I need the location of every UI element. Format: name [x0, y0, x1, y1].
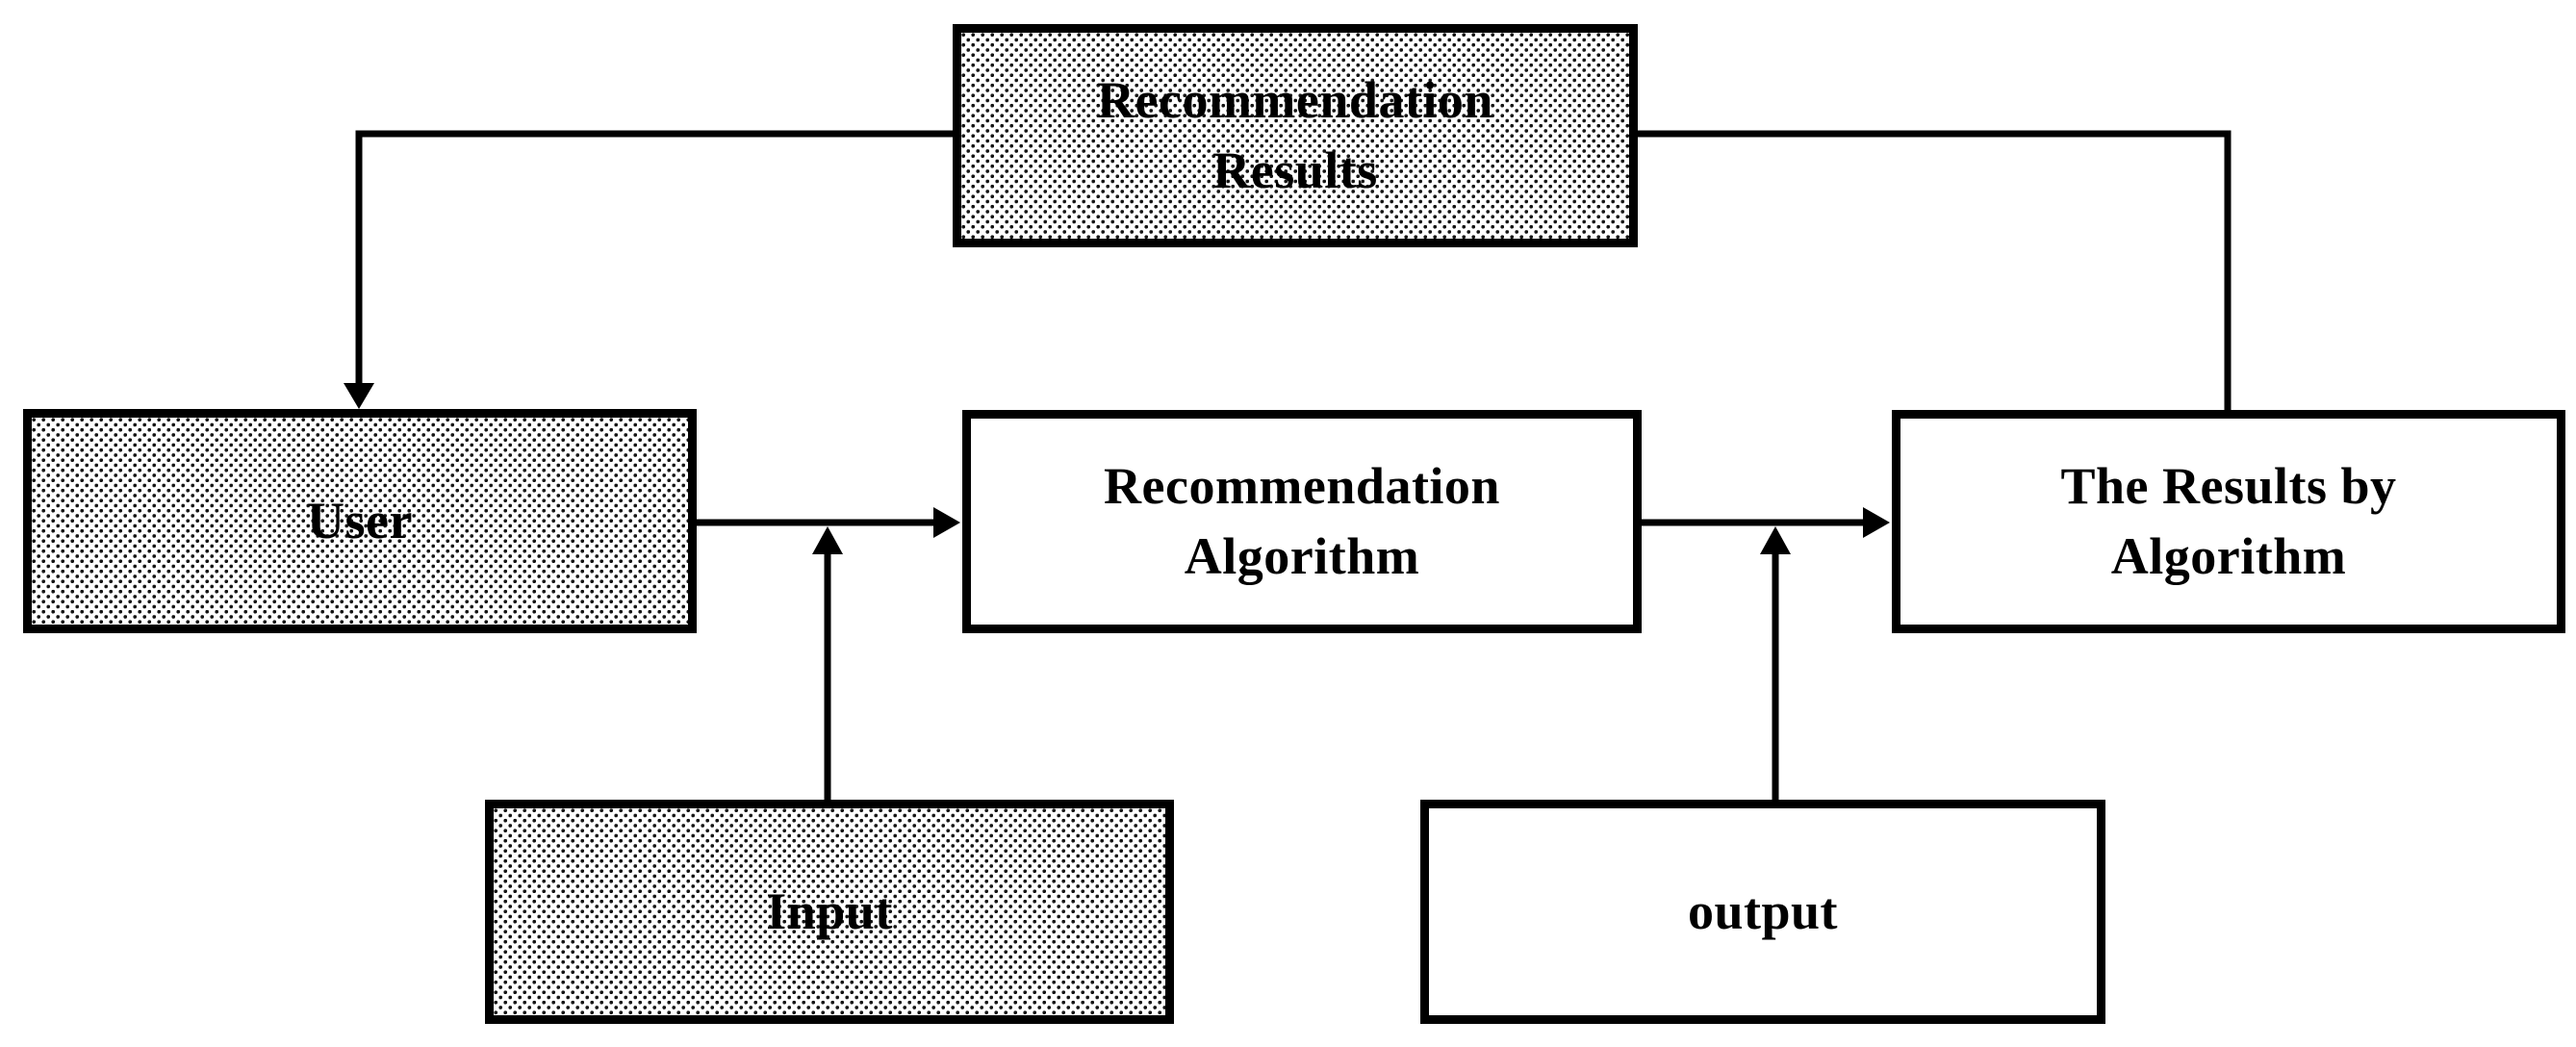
label-line: The Results by — [2060, 457, 2397, 515]
edge-input-arrowhead-up — [812, 526, 843, 554]
node-user: User — [23, 409, 697, 633]
node-recommendation-algorithm: Recommendation Algorithm — [962, 410, 1642, 633]
edge-results-to-algorithm-results-line — [1638, 130, 2232, 414]
label-line: Recommendation — [1104, 457, 1500, 515]
edge-algorithm-to-results-arrowhead-right — [1863, 507, 1890, 538]
node-recommendation-results: Recommendation Results — [953, 24, 1638, 247]
node-input: Input — [485, 800, 1174, 1024]
node-user-label: User — [297, 486, 422, 556]
label-line: Algorithm — [1184, 527, 1420, 585]
node-output: output — [1420, 800, 2105, 1024]
label-line: Algorithm — [2110, 527, 2347, 585]
label-line: Results — [1212, 141, 1378, 199]
node-output-label: output — [1678, 877, 1848, 947]
node-input-label: Input — [756, 877, 903, 947]
label-line: Recommendation — [1097, 71, 1493, 129]
label-line: Input — [766, 882, 893, 940]
edge-output-arrowhead-up — [1760, 526, 1791, 554]
label-line: User — [307, 492, 413, 549]
edge-results-to-user-arrowhead-down — [344, 383, 374, 409]
label-line: output — [1687, 882, 1839, 940]
edge-results-to-user-line — [355, 130, 953, 384]
node-recommendation-results-label: Recommendation Results — [1087, 65, 1503, 206]
node-results-by-algorithm-label: The Results by Algorithm — [2051, 451, 2406, 592]
node-recommendation-algorithm-label: Recommendation Algorithm — [1094, 451, 1510, 592]
edge-user-to-algorithm-arrowhead-right — [933, 507, 960, 538]
node-results-by-algorithm: The Results by Algorithm — [1892, 410, 2565, 633]
